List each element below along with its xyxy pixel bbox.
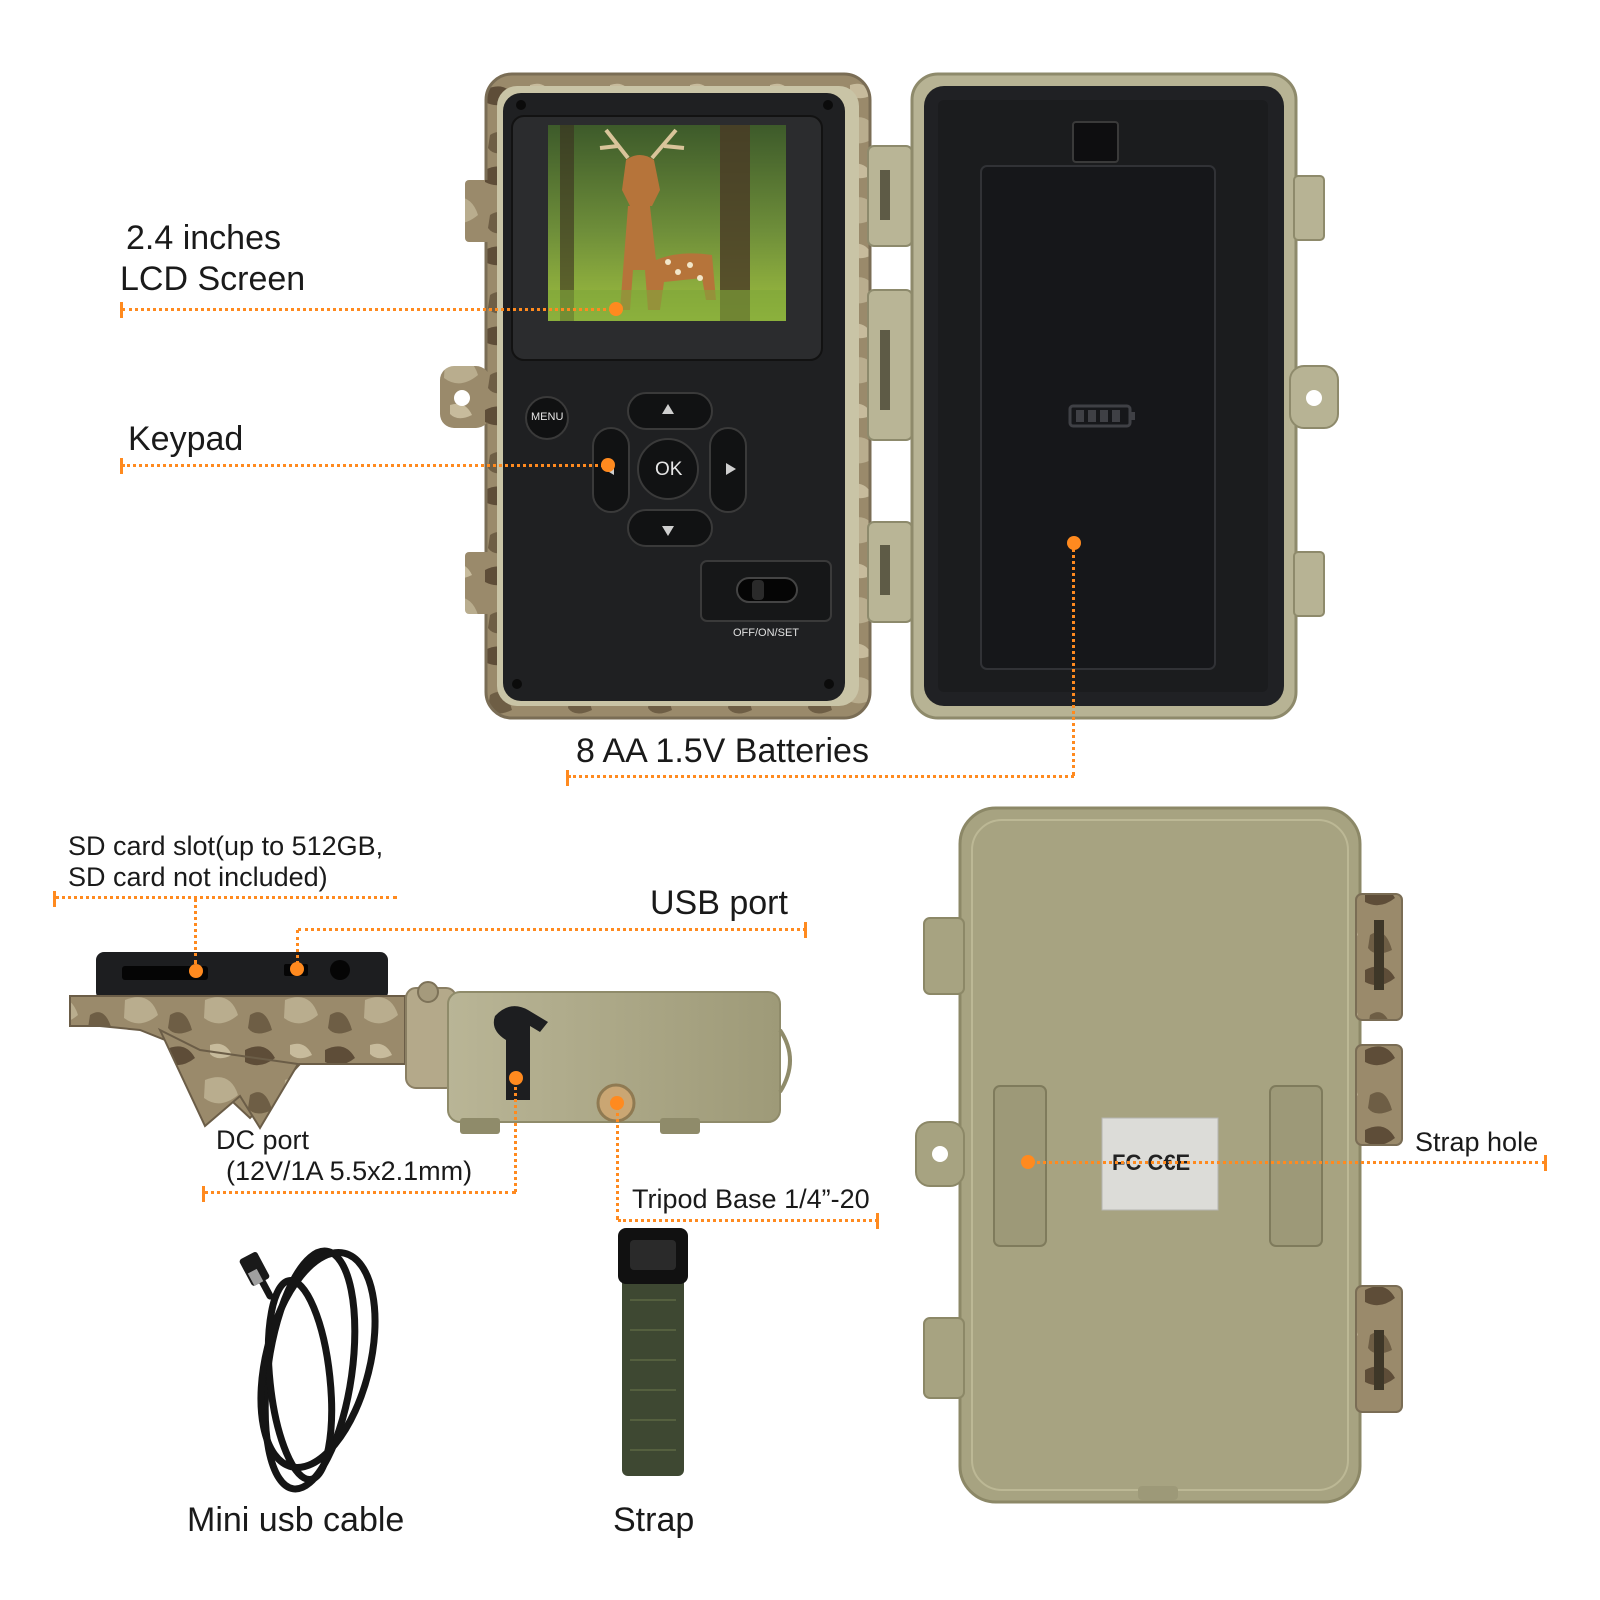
strap-label: Strap [613,1501,695,1539]
lcd-label-line2: LCD Screen [120,260,306,298]
keypad-callout-dot [601,458,615,472]
menu-button[interactable] [525,396,569,440]
sd-label-line2: SD card not included) [68,862,328,892]
strap-loop-left [993,1085,1047,1247]
lcd-callout-line [122,308,618,311]
dc-callout-line [204,1191,516,1194]
arrow-down-icon [662,526,674,536]
tripod-callout-dot [610,1096,624,1110]
dc-callout-dot [509,1071,523,1085]
sd-label-line1: SD card slot(up to 512GB, [68,831,384,861]
switch-label: OFF/ON/SET [733,627,799,639]
sd-callout-line [55,896,397,899]
battery-cover [980,165,1216,670]
batteries-callout-line [568,775,1074,778]
batteries-callout-dot [1067,536,1081,550]
lcd-screen [548,125,786,321]
usb-callout-dot [290,962,304,976]
battery-icon [1068,404,1135,428]
menu-button-label: MENU [531,411,564,423]
keypad-label: Keypad [128,420,244,458]
tripod-callout-line [618,1219,878,1222]
arrow-up-icon [662,404,674,414]
dpad [592,392,747,547]
batteries-label: 8 AA 1.5V Batteries [576,732,869,770]
lcd-callout-dot [609,302,623,316]
tripod-label: Tripod Base 1/4”-20 [632,1184,870,1214]
usb-port-label: USB port [650,884,788,922]
usb-callout-line [298,928,806,931]
arrow-right-icon [726,463,736,475]
mini-usb-label: Mini usb cable [187,1501,405,1539]
open-camera [440,72,1339,720]
lcd-label-line1: 2.4 inches [126,219,281,257]
strap-hole-callout-line [1030,1161,1546,1164]
ok-button[interactable] [637,438,699,500]
sd-callout-dot [189,964,203,978]
back-view-camera [915,806,1403,1504]
strap-hole-callout-dot [1021,1155,1035,1169]
sd-card-slot [122,966,208,980]
keypad-callout-line [122,464,610,467]
strap-loop-right [1269,1085,1323,1247]
power-switch[interactable] [736,577,798,603]
strap-hole-label: Strap hole [1415,1127,1539,1157]
dc-label-line2: (12V/1A 5.5x2.1mm) [226,1156,473,1186]
dc-label-line1: DC port [216,1125,310,1155]
bottom-view-camera [69,952,792,1134]
ok-button-label: OK [655,459,683,480]
mini-usb-cable-image [250,1247,379,1493]
strap-image [618,1228,688,1476]
dc-port [493,1006,548,1100]
